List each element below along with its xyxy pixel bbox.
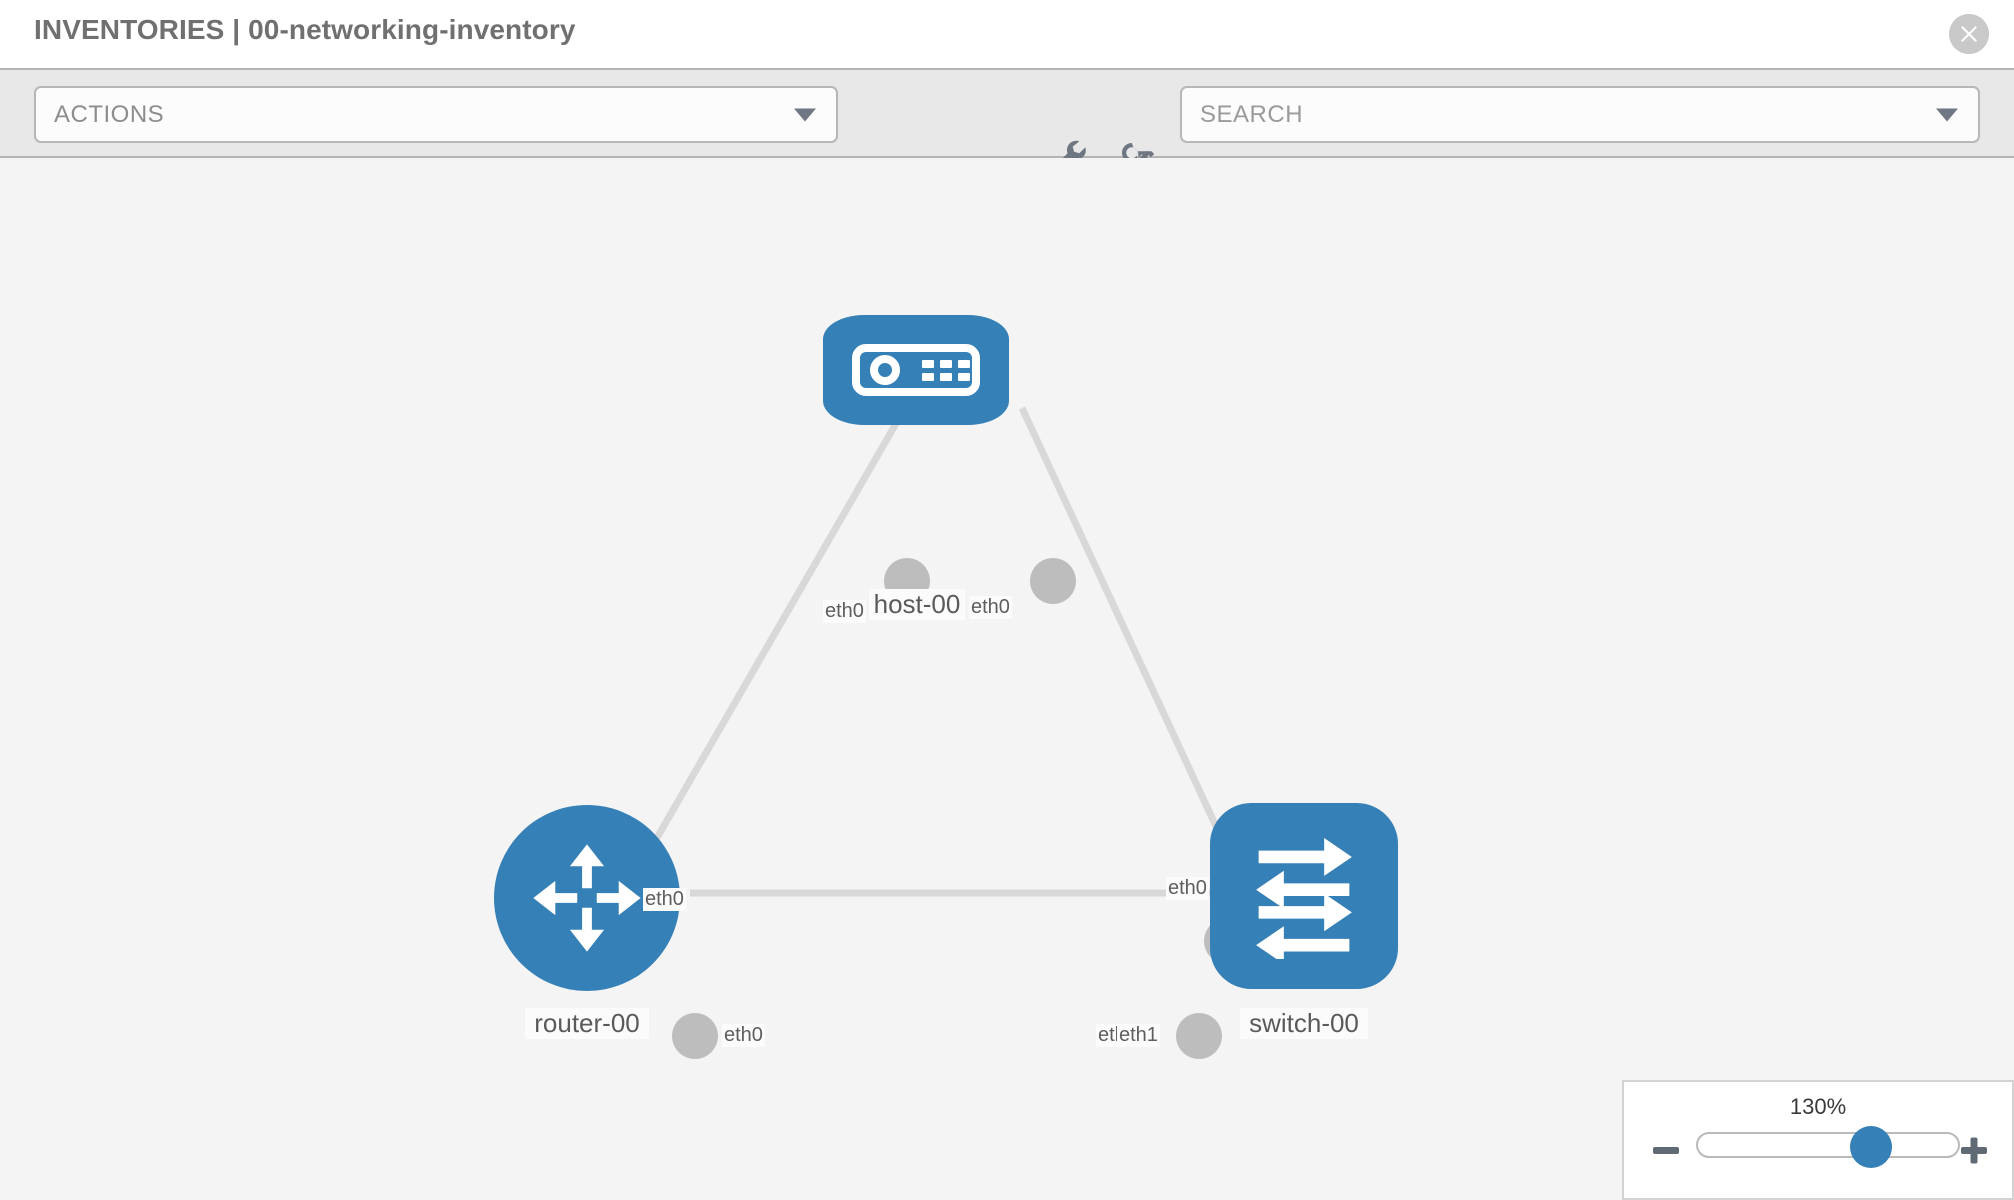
node-host-00-label: host-00 [869,589,965,620]
edge-label-router-eth0: eth0 [722,1024,765,1047]
link-host00-switch00 [1018,406,1244,880]
port-router00-eth0[interactable] [672,1013,718,1059]
edge-label-switch-eth1: eth1 [1117,1024,1160,1047]
edge-label-switch-uplink: eth0 [1166,877,1209,900]
page-header: INVENTORIES | 00-networking-inventory [0,0,2014,68]
chevron-down-icon [794,108,816,121]
close-icon[interactable] [1949,14,1989,54]
actions-dropdown[interactable]: ACTIONS [34,86,838,143]
switch-icon [1256,838,1352,959]
edge-label-router-uplink: eth0 [643,888,686,911]
edge-label-host00-right: eth0 [969,596,1012,619]
node-switch-00[interactable] [1210,803,1398,989]
port-switch00-eth1[interactable] [1176,1013,1222,1059]
node-router-00-label: router-00 [525,1008,649,1039]
search-input[interactable]: SEARCH [1180,86,1980,143]
port-host00-eth0-right[interactable] [1030,558,1076,604]
actions-dropdown-label: ACTIONS [54,101,165,128]
plus-icon[interactable] [1958,1134,1990,1171]
node-switch-00-label: switch-00 [1240,1008,1368,1039]
minus-icon[interactable] [1650,1134,1682,1171]
link-host00-router00 [624,406,909,890]
toolbar: ACTIONS SEARCH [0,68,2014,174]
topology-links [624,406,1244,897]
router-icon [533,844,641,952]
topology-canvas[interactable]: host-00 router-00 [0,158,2014,1200]
node-host-00[interactable] [823,315,1009,425]
edge-label-host00-left: eth0 [823,600,866,623]
zoom-slider-track[interactable] [1696,1126,1960,1168]
zoom-control-panel: 130% [1622,1080,2014,1200]
server-icon [852,344,980,396]
search-placeholder: SEARCH [1200,101,1304,128]
zoom-level-value: 130% [1789,1094,1847,1119]
zoom-slider-thumb[interactable] [1850,1126,1892,1168]
page-title: INVENTORIES | 00-networking-inventory [34,14,576,45]
chevron-down-icon[interactable] [1936,108,1958,121]
